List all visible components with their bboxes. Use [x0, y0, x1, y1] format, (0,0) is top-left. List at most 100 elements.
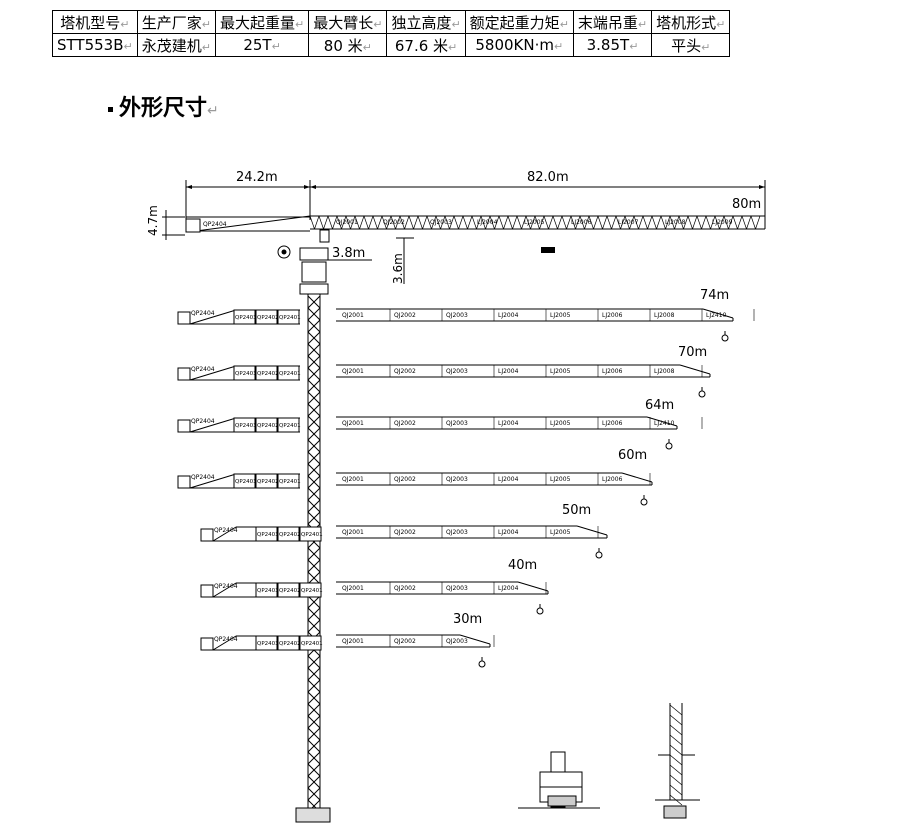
counter-block-label: QP2403	[235, 315, 257, 321]
jib-section-label: LJ2005	[550, 476, 571, 483]
value-manufacturer: 永茂建机↵	[136, 33, 216, 57]
cab-box	[319, 229, 330, 243]
jib-section-label: QJ2001	[342, 476, 364, 483]
hook-icon	[640, 498, 648, 506]
jib-section-label: LJ2005	[550, 529, 571, 536]
counter-block-label: QP2403	[235, 479, 257, 485]
jib-section-label: QJ2001	[342, 638, 364, 645]
value-free-height: 67.6 米↵	[386, 33, 466, 57]
counter-block-label: QP2401	[301, 641, 323, 647]
jib-section-label: LJ2009	[712, 219, 733, 226]
jib-section-label: LJ2006	[571, 219, 592, 226]
jib-length-label: 70m	[678, 345, 707, 360]
jib-section-label: LJ2006	[602, 312, 623, 319]
jib-label-80: 80m	[732, 197, 761, 212]
counter-block-label: QP2401	[279, 479, 301, 485]
jib-section-label: LJ2004	[498, 312, 519, 319]
jib-section-label: LJ2008	[665, 219, 686, 226]
dim-trolley-offset: 3.8m	[332, 246, 365, 261]
jib-section-label: QJ2001	[342, 529, 364, 536]
hook-icon	[698, 390, 706, 398]
counter-block-label: QP2403	[257, 641, 279, 647]
header-crane-type: 塔机形式↵	[651, 10, 731, 34]
value-max-load: 25T↵	[214, 33, 310, 57]
slewing-assembly	[299, 247, 329, 295]
counter-block-label: QP2402	[257, 479, 279, 485]
dim-top-height: 4.7m	[146, 205, 160, 236]
counter-block-label: QP2403	[235, 371, 257, 377]
counter-block-label: QP2402	[279, 588, 301, 594]
hook-icon	[536, 607, 544, 615]
dim-jib-total: 82.0m	[527, 170, 569, 185]
jib-length-label: 30m	[453, 612, 482, 627]
counter-block-label: QP2403	[235, 423, 257, 429]
jib-section-label: QJ2003	[446, 529, 468, 536]
jib-section-label: QJ2002	[394, 638, 416, 645]
jib-section-label: LJ2006	[602, 476, 623, 483]
jib-section-label: LJ2004	[498, 476, 519, 483]
section-heading: 外形尺寸↵	[108, 90, 219, 122]
jib-section-label: QJ2003	[446, 638, 468, 645]
hook-icon	[721, 334, 729, 342]
jib-length-label: 40m	[508, 558, 537, 573]
header-manufacturer: 生产厂家↵	[136, 10, 216, 34]
counter-block-label: QP2403	[257, 588, 279, 594]
counter-block-label: QP2401	[279, 371, 301, 377]
jib-section-label: LJ2004	[498, 420, 519, 427]
counter-block-label: QP2401	[279, 423, 301, 429]
value-tip-load: 3.85T↵	[572, 33, 653, 57]
jib-section-label: LJ2008	[654, 312, 675, 319]
header-max-jib: 最大臂长↵	[308, 10, 388, 34]
counter-tag-80: QP2404	[203, 221, 227, 228]
hook-icon	[665, 442, 673, 450]
counter-block-label: QP2401	[301, 532, 323, 538]
jib-length-label: 50m	[562, 503, 591, 518]
jib-section-label: QJ2003	[446, 585, 468, 592]
jib-section-label: LJ2006	[602, 368, 623, 375]
counter-tag-label: QP2404	[214, 527, 238, 534]
bullet-icon	[108, 106, 113, 112]
dim-cab-height: 3.6m	[391, 253, 405, 284]
header-model: 塔机型号↵	[52, 10, 138, 34]
jib-section-label: QJ2003	[446, 312, 468, 319]
jib-section-label: LJ2007	[618, 219, 639, 226]
side-view-small	[518, 703, 700, 809]
jib-section-label: LJ2004	[498, 529, 519, 536]
trolley-icon	[541, 247, 555, 253]
jib-section-label: QJ2001	[342, 420, 364, 427]
counter-tag-label: QP2404	[191, 474, 215, 481]
jib-section-label: LJ2004	[498, 585, 519, 592]
jib-section-label: LJ2005	[550, 312, 571, 319]
counter-block-label: QP2401	[301, 588, 323, 594]
jib-section-label: QJ2001	[342, 585, 364, 592]
main-jib	[185, 215, 766, 232]
value-model: STT553B↵	[52, 33, 138, 57]
jib-section-label: QJ2003	[446, 368, 468, 375]
jib-length-label: 60m	[618, 448, 647, 463]
jib-section-label: QJ2002	[394, 368, 416, 375]
counter-tag-label: QP2404	[214, 583, 238, 590]
jib-section-label: QJ2002	[394, 529, 416, 536]
counter-block-label: QP2403	[257, 532, 279, 538]
counter-block-label: QP2402	[257, 423, 279, 429]
jib-section-label: LJ2008	[654, 368, 675, 375]
jib-section-label: QJ2002	[394, 585, 416, 592]
jib-section-label: QJ2002	[394, 312, 416, 319]
counter-tag-label: QP2404	[191, 366, 215, 373]
jib-length-label: 74m	[700, 288, 729, 303]
jib-section-label: LJ2005	[524, 219, 545, 226]
jib-section-label: QJ2003	[446, 476, 468, 483]
dim-counter-jib: 24.2m	[236, 170, 278, 185]
mast-base	[295, 807, 331, 823]
hook-icon	[595, 551, 603, 559]
jib-section-label: LJ2410	[654, 420, 675, 427]
jib-section-label: QJ2001	[342, 368, 364, 375]
spec-table: 塔机型号↵ 生产厂家↵ 最大起重量↵ 最大臂长↵ 独立高度↵ 额定起重力矩↵ 末…	[52, 10, 731, 57]
jib-section-label: LJ2410	[706, 312, 727, 319]
jib-section-label: QJ2003	[430, 219, 452, 226]
